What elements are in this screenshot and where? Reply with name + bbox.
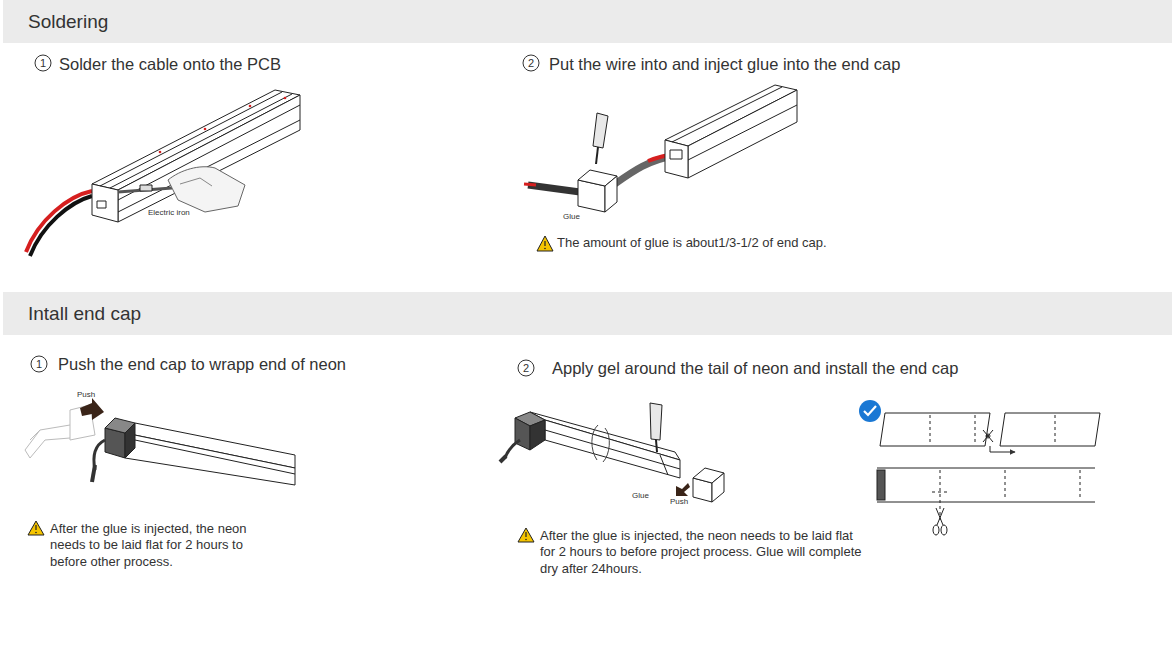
step-title: Solder the cable onto the PCB <box>59 54 281 75</box>
warning-icon <box>518 528 534 542</box>
part-label: Electric iron <box>148 208 190 218</box>
step-number: 1 <box>36 359 42 370</box>
warning-icon <box>537 236 553 251</box>
gel-figure <box>500 403 724 502</box>
section-heading: Soldering <box>3 11 108 33</box>
section-band: Soldering <box>3 0 1172 43</box>
step-title: Push the end cap to wrapp end of neon <box>58 354 346 375</box>
glue-figure <box>524 85 797 212</box>
step-number: 2 <box>523 363 529 374</box>
section-band: Intall end cap <box>3 292 1172 335</box>
warning-note: After the glue is injected, the neon nee… <box>540 528 862 577</box>
push-figure <box>25 398 295 485</box>
step-number: 2 <box>528 58 534 69</box>
action-label: Push <box>77 390 95 400</box>
cut-figure <box>859 400 1100 535</box>
warning-note: The amount of glue is about1/3-1/2 of en… <box>557 235 827 251</box>
step-number: 1 <box>40 58 46 69</box>
section-heading: Intall end cap <box>3 303 141 325</box>
action-label: Push <box>670 497 688 507</box>
solder-figure <box>26 90 300 256</box>
part-label: Glue <box>563 212 580 222</box>
part-label: Glue <box>632 491 649 501</box>
step-title: Apply gel around the tail of neon and in… <box>552 358 958 379</box>
warning-note: After the glue is injected, the neon nee… <box>50 521 272 570</box>
step-title: Put the wire into and inject glue into t… <box>549 54 900 75</box>
warning-icon <box>28 521 44 535</box>
